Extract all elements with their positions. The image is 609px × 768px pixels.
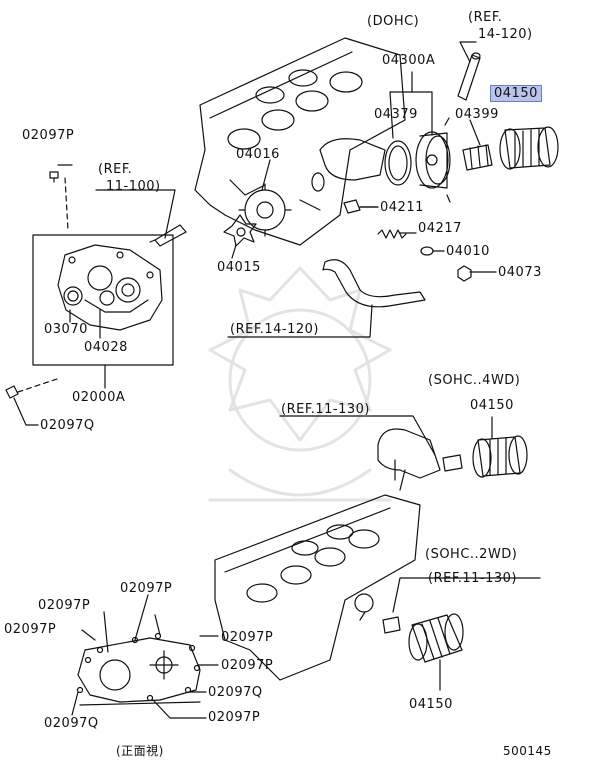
- part-label-04217[interactable]: 04217: [418, 221, 462, 236]
- part-label-02097P-f[interactable]: 02097P: [208, 710, 261, 725]
- part-label-04300A[interactable]: 04300A: [382, 53, 436, 68]
- ref-11-100-line1[interactable]: (REF.: [98, 162, 133, 177]
- part-label-04150-4wd[interactable]: 04150: [470, 398, 514, 413]
- nipple-4wd: [442, 454, 463, 472]
- variant-sohc-2wd-label: (SOHC..2WD): [425, 547, 518, 562]
- part-label-04073[interactable]: 04073: [498, 265, 542, 280]
- bolt-04073: [457, 265, 472, 282]
- variant-dohc-label: (DOHC): [367, 14, 420, 29]
- oil-seal-04028: [99, 290, 115, 306]
- part-label-02097P-d[interactable]: 02097P: [221, 630, 274, 645]
- sealant-tube: [154, 224, 187, 247]
- oring-04010: [420, 246, 434, 256]
- lower-engine-block: [214, 494, 421, 681]
- front-case-box: [32, 234, 174, 366]
- part-label-04010[interactable]: 04010: [446, 244, 490, 259]
- part-label-04150-2wd[interactable]: 04150: [409, 697, 453, 712]
- front-case-02000A: [57, 244, 163, 331]
- plug-04211: [343, 199, 361, 214]
- oil-filter-04150-4wd: [472, 435, 528, 478]
- watermark-emblem: [208, 266, 392, 502]
- part-label-04211[interactable]: 04211: [380, 200, 424, 215]
- ref-14-120-top-line2[interactable]: 14-120): [478, 27, 533, 42]
- oil-seal-03070: [63, 286, 83, 306]
- oil-filter-04150-2wd: [408, 613, 464, 663]
- nipple-2wd: [382, 616, 401, 634]
- part-label-04028[interactable]: 04028: [84, 340, 128, 355]
- filter-bracket-sohc-4wd: [377, 428, 441, 491]
- part-label-04399[interactable]: 04399: [455, 107, 499, 122]
- union-bolt-04399: [462, 144, 493, 171]
- part-label-02097P-top[interactable]: 02097P: [22, 128, 75, 143]
- part-label-04379[interactable]: 04379: [374, 107, 418, 122]
- part-label-02097P-c[interactable]: 02097P: [4, 622, 57, 637]
- part-label-03070[interactable]: 03070: [44, 322, 88, 337]
- ref-11-100-line2[interactable]: 11-100): [106, 179, 161, 194]
- ref-14-120-top-line1[interactable]: (REF.: [468, 10, 503, 25]
- ref-11-130-mid[interactable]: (REF.11-130): [281, 402, 370, 417]
- ref-11-130-low[interactable]: (REF.11-130): [428, 571, 517, 586]
- bolt-02097Q-left: [5, 385, 19, 399]
- front-view-caption: (正面視): [116, 744, 164, 758]
- ref-14-120-mid[interactable]: (REF.14-120): [230, 322, 319, 337]
- diagram-number: 500145: [503, 744, 552, 758]
- filter-bracket-04300A: [415, 117, 451, 203]
- part-label-02097P-a[interactable]: 02097P: [120, 581, 173, 596]
- variant-sohc-4wd-label: (SOHC..4WD): [428, 373, 521, 388]
- part-label-04150-highlighted[interactable]: 04150: [490, 85, 542, 102]
- upper-engine-block: [194, 37, 406, 246]
- front-view-case: [76, 632, 201, 706]
- oil-filter-04150-dohc: [499, 126, 559, 170]
- part-label-04015[interactable]: 04015: [217, 260, 261, 275]
- part-label-02097P-e[interactable]: 02097P: [221, 658, 274, 673]
- part-label-02097Q-a[interactable]: 02097Q: [208, 685, 263, 700]
- oil-cooler-04379: [384, 140, 412, 186]
- part-label-02097Q-left[interactable]: 02097Q: [40, 418, 95, 433]
- rotor-04015: [223, 214, 257, 247]
- part-label-02097Q-b[interactable]: 02097Q: [44, 716, 99, 731]
- part-label-04016[interactable]: 04016: [236, 147, 280, 162]
- oil-hose: [322, 259, 426, 308]
- oil-pump-gear-04016: [238, 183, 292, 237]
- part-label-02000A[interactable]: 02000A: [72, 390, 126, 405]
- bolt-02097P-top: [49, 171, 59, 183]
- spring-04217: [377, 229, 407, 239]
- oil-pipe: [457, 54, 481, 101]
- part-label-02097P-b[interactable]: 02097P: [38, 598, 91, 613]
